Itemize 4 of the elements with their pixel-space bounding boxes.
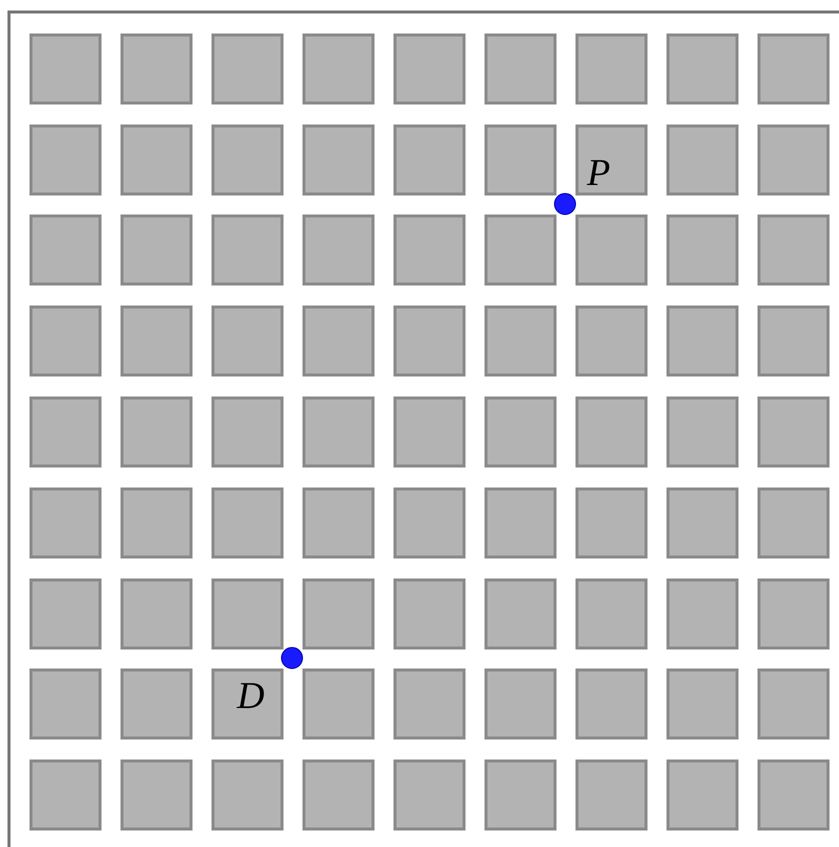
point-label: D [237, 677, 264, 715]
point-marker [281, 647, 303, 669]
point-label: P [587, 154, 610, 192]
point-marker [554, 193, 576, 215]
